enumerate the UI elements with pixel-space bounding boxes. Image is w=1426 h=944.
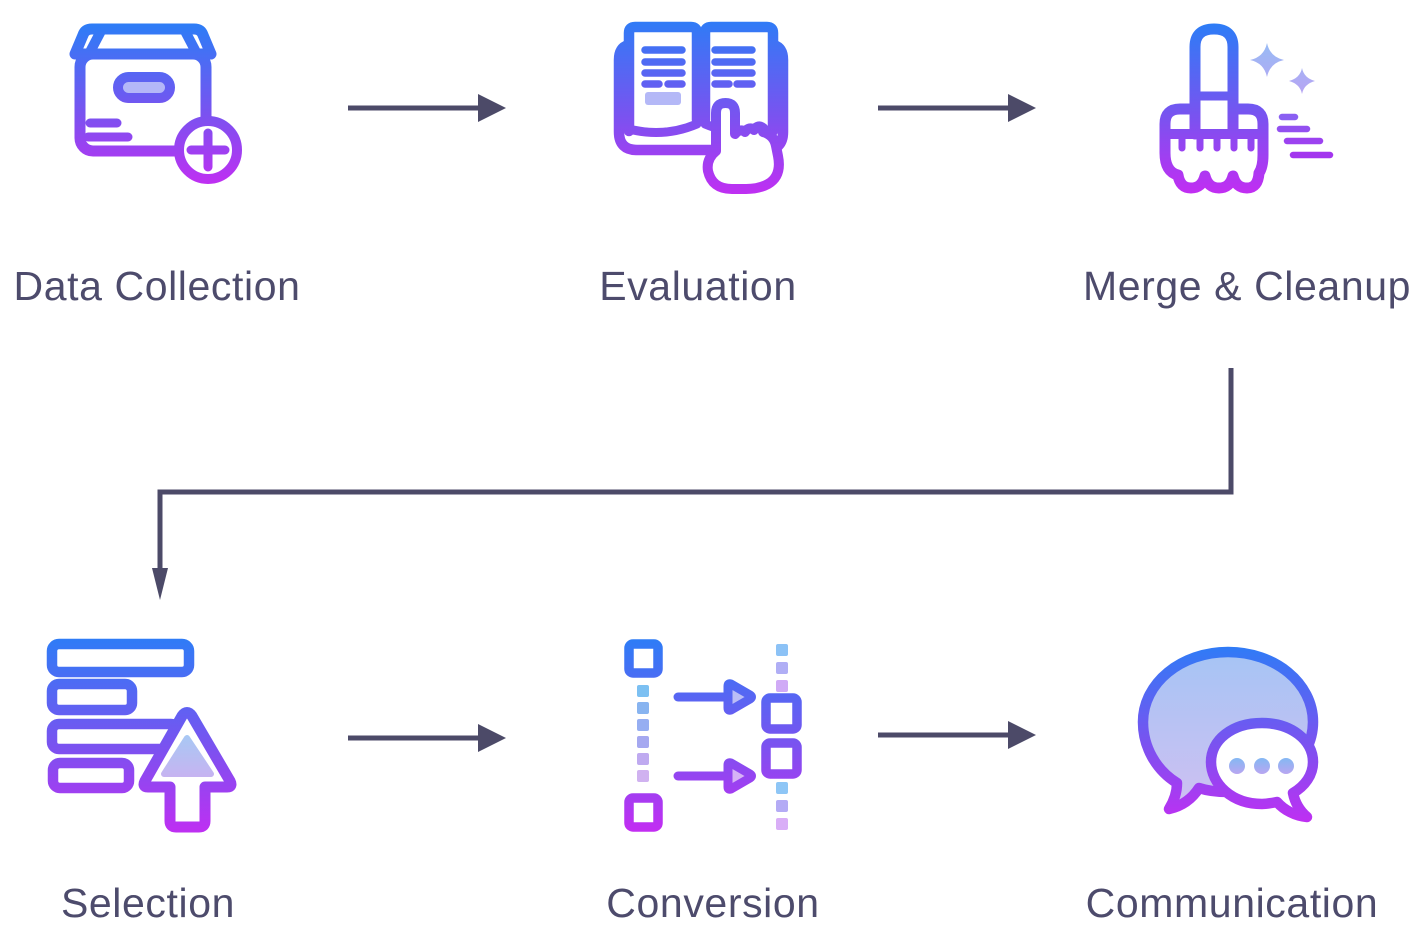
step-label-conversion: Conversion bbox=[606, 880, 820, 926]
step-label-merge-cleanup: Merge & Cleanup bbox=[1082, 263, 1412, 309]
cleaning-brush-icon bbox=[1159, 23, 1334, 194]
cursor-inner-triangle bbox=[161, 735, 214, 777]
sparkle-icon bbox=[1289, 68, 1315, 94]
flow-arrow-right-icon bbox=[878, 94, 1036, 122]
step-label-selection: Selection bbox=[60, 880, 236, 926]
dotted-trail bbox=[637, 644, 788, 830]
archive-box-add-icon bbox=[69, 23, 242, 184]
flow-arrow-right-icon bbox=[878, 721, 1036, 749]
transform-steps-icon bbox=[624, 639, 802, 832]
flow-arrow-right-icon bbox=[348, 724, 506, 752]
list-select-cursor-icon bbox=[46, 638, 237, 833]
step-label-evaluation: Evaluation bbox=[599, 263, 797, 309]
step-label-communication: Communication bbox=[1085, 880, 1379, 926]
flow-connector-elbow-icon bbox=[152, 368, 1234, 600]
flow-arrow-right-icon bbox=[348, 94, 506, 122]
chat-bubbles-icon bbox=[1137, 646, 1319, 823]
sparkle-icon bbox=[1250, 43, 1284, 77]
open-book-hand-icon bbox=[613, 21, 789, 194]
step-label-data-collection: Data Collection bbox=[13, 263, 301, 309]
typing-dots bbox=[1229, 758, 1294, 774]
